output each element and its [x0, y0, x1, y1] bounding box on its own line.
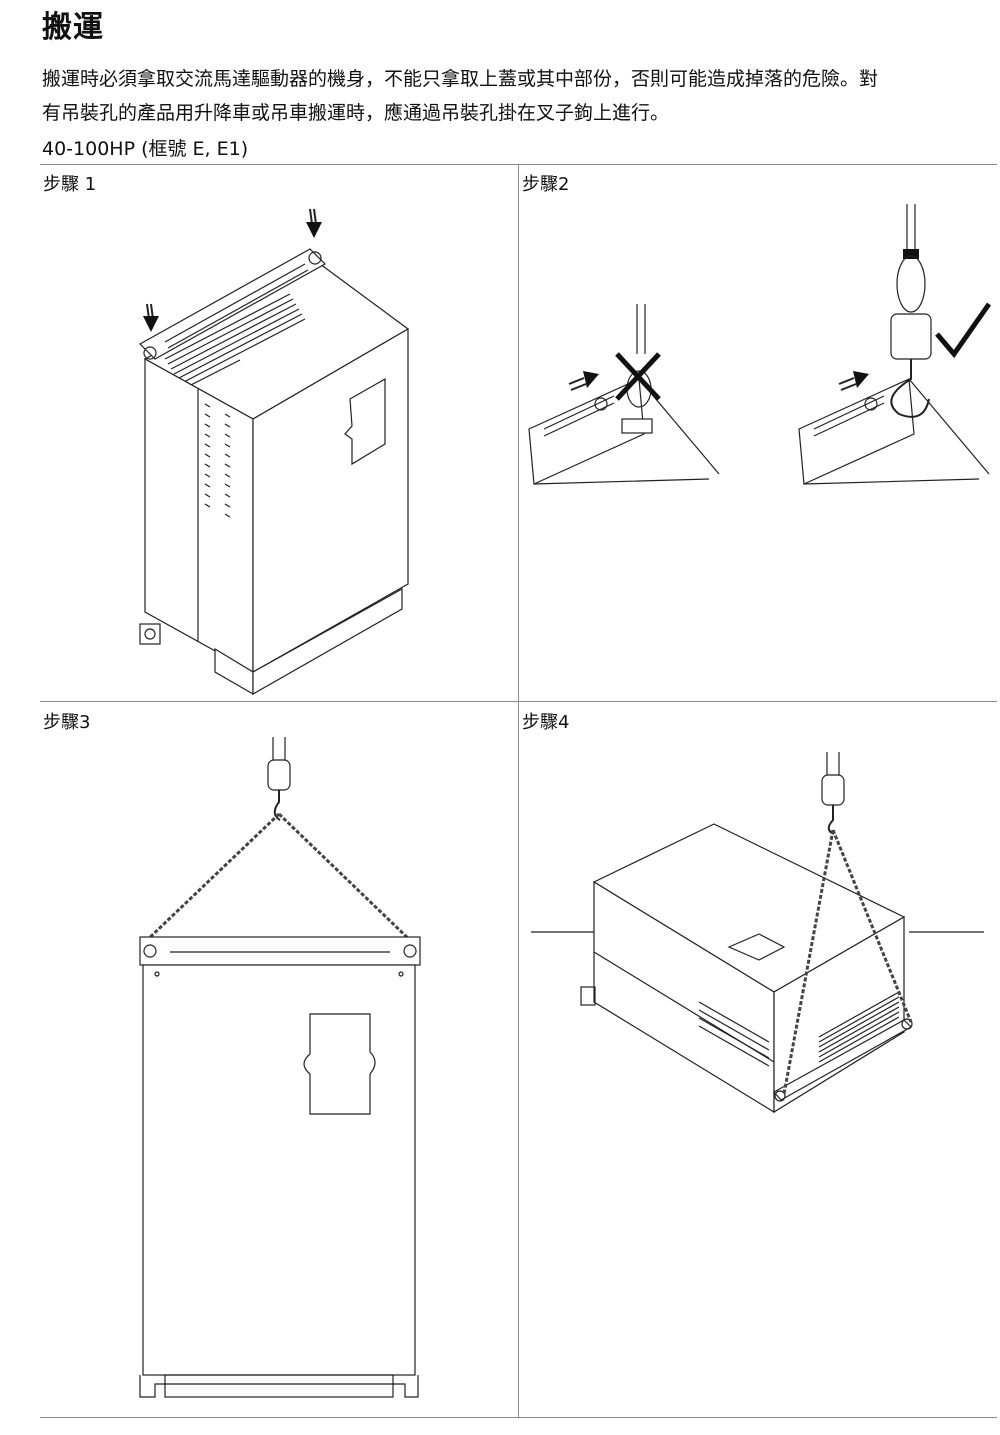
page-title: 搬運: [42, 10, 104, 45]
instruction-line: 搬運時必須拿取交流馬達驅動器的機身，不能只拿取上蓋或其中部份，否則可能造成掉落的…: [42, 68, 879, 90]
step-3-label: 步驟3: [43, 712, 91, 733]
lifting-rope: [143, 812, 414, 944]
step-2-label: 步驟2: [522, 174, 570, 195]
lifting-rope: [782, 829, 913, 1095]
tilted-lift-illustration: [531, 752, 984, 1114]
vent-slots-icon: [698, 1001, 770, 1067]
vent-slots-icon: [204, 403, 231, 518]
grid-divider: [518, 164, 519, 1418]
step-4-label: 步驟4: [522, 712, 570, 733]
handling-instructions: 搬運時必須拿取交流馬達驅動器的機身，不能只拿取上蓋或其中部份，否則可能造成掉落的…: [42, 62, 997, 130]
drive-lift-points-illustration: [139, 208, 410, 696]
wrong-mark-icon: [615, 352, 661, 401]
correct-hook-illustration: [798, 204, 990, 485]
steps-grid: 步驟 1: [40, 164, 997, 1418]
crane-hook-icon: [821, 752, 845, 835]
lift-arrow-icon: [568, 371, 869, 391]
right-mark-icon: [935, 302, 992, 359]
vent-grille-icon: [164, 293, 306, 390]
incorrect-hook-illustration: [528, 304, 720, 485]
lift-arrow-icon: [143, 208, 322, 332]
step-4-panel: 步驟4: [519, 702, 997, 1417]
step-1-label: 步驟 1: [43, 174, 97, 195]
frame-subtitle: 40-100HP (框號 E, E1): [42, 138, 249, 160]
step-3-panel: 步驟3: [40, 702, 518, 1417]
vertical-lift-illustration: [139, 737, 421, 1398]
step-2-panel: 步驟2: [519, 164, 997, 701]
crane-hook-icon: [267, 737, 291, 821]
instruction-line: 有吊裝孔的產品用升降車或吊車搬運時，應通過吊裝孔掛在叉子鉤上進行。: [42, 102, 670, 124]
hook-correct-incorrect-illustration: [528, 204, 992, 485]
step-1-panel: 步驟 1: [40, 164, 518, 701]
vent-grille-icon: [818, 991, 900, 1063]
